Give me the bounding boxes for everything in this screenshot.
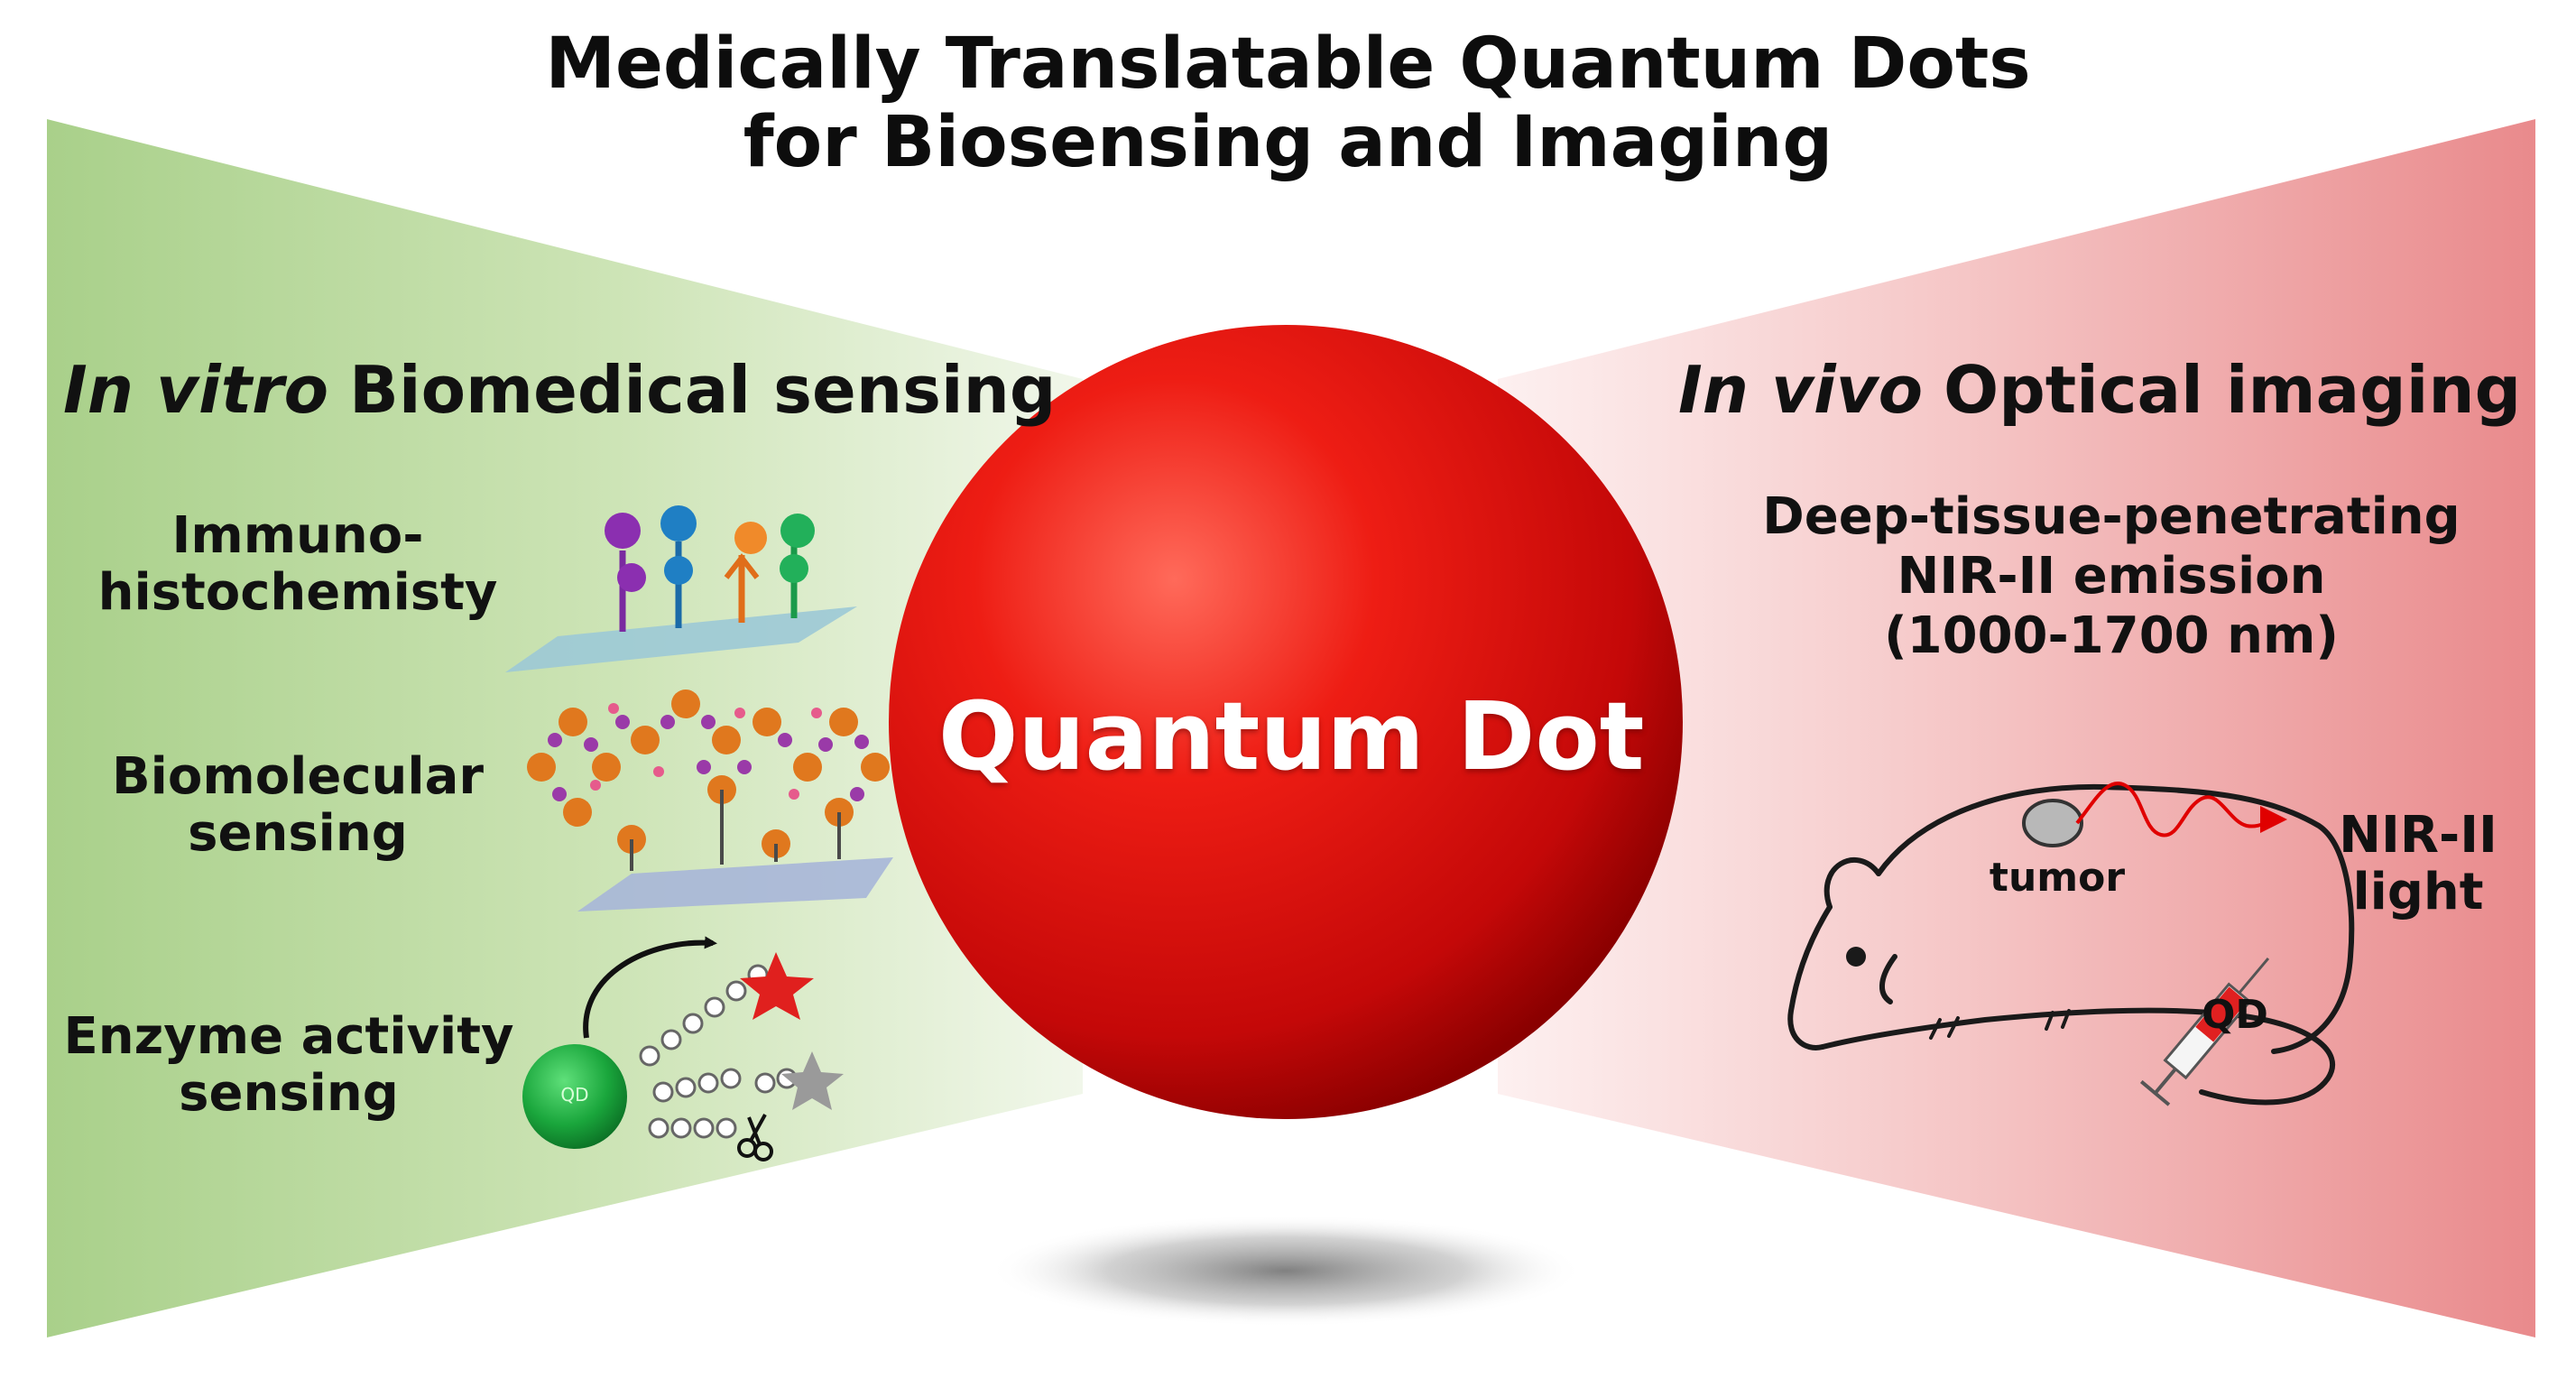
sphere-shadow [988,1215,1583,1327]
syringe-icon [2139,957,2270,1106]
right-panel-heading: In vivo Optical imaging [1678,354,2521,427]
bead-label: QD [560,1084,589,1106]
right-heading-text: Optical imaging [1944,352,2522,428]
label-biomolecular-sensing: Biomolecular sensing [111,747,484,863]
mouse-illustration [1787,783,2355,1106]
immunohistochemistry-illustration [505,505,857,672]
tumor-label: tumor [1989,855,2126,901]
tumor-shape [2022,799,2083,847]
mouse-eye [1846,947,1866,967]
scissors-icon [737,1114,773,1162]
quantum-dot-sphere [889,325,1683,1119]
nir-light-label: NIR-II light [2339,806,2498,921]
label-immunohistochemistry: Immuno- histochemisty [97,506,498,622]
label-enzyme-activity-sensing: Enzyme activity sensing [63,1007,514,1123]
right-heading-italic: In vivo [1678,352,1924,428]
diagram-title: Medically Translatable Quantum Dots for … [0,23,2576,184]
nir-light-arrow [2075,782,2287,838]
left-heading-text: Biomedical sensing [349,352,1057,428]
right-panel-background [1498,119,2535,1337]
left-panel-heading: In vitro Biomedical sensing [63,354,1056,427]
grey-star-icon [781,1051,844,1110]
nir-emission-description: Deep-tissue-penetrating NIR-II emission … [1762,487,2461,666]
biomolecular-sensing-illustration [527,690,893,912]
quantum-dot-label: Quantum Dot [938,681,1645,791]
title-line-1: Medically Translatable Quantum Dots [545,23,2031,105]
injection-qd-label: QD [2202,992,2268,1038]
enzyme-sensing-illustration [522,936,844,1162]
title-line-2: for Biosensing and Imaging [743,102,1833,184]
red-star-icon [740,952,814,1020]
left-heading-italic: In vitro [63,352,329,428]
quantum-dot-bead [522,1044,627,1149]
